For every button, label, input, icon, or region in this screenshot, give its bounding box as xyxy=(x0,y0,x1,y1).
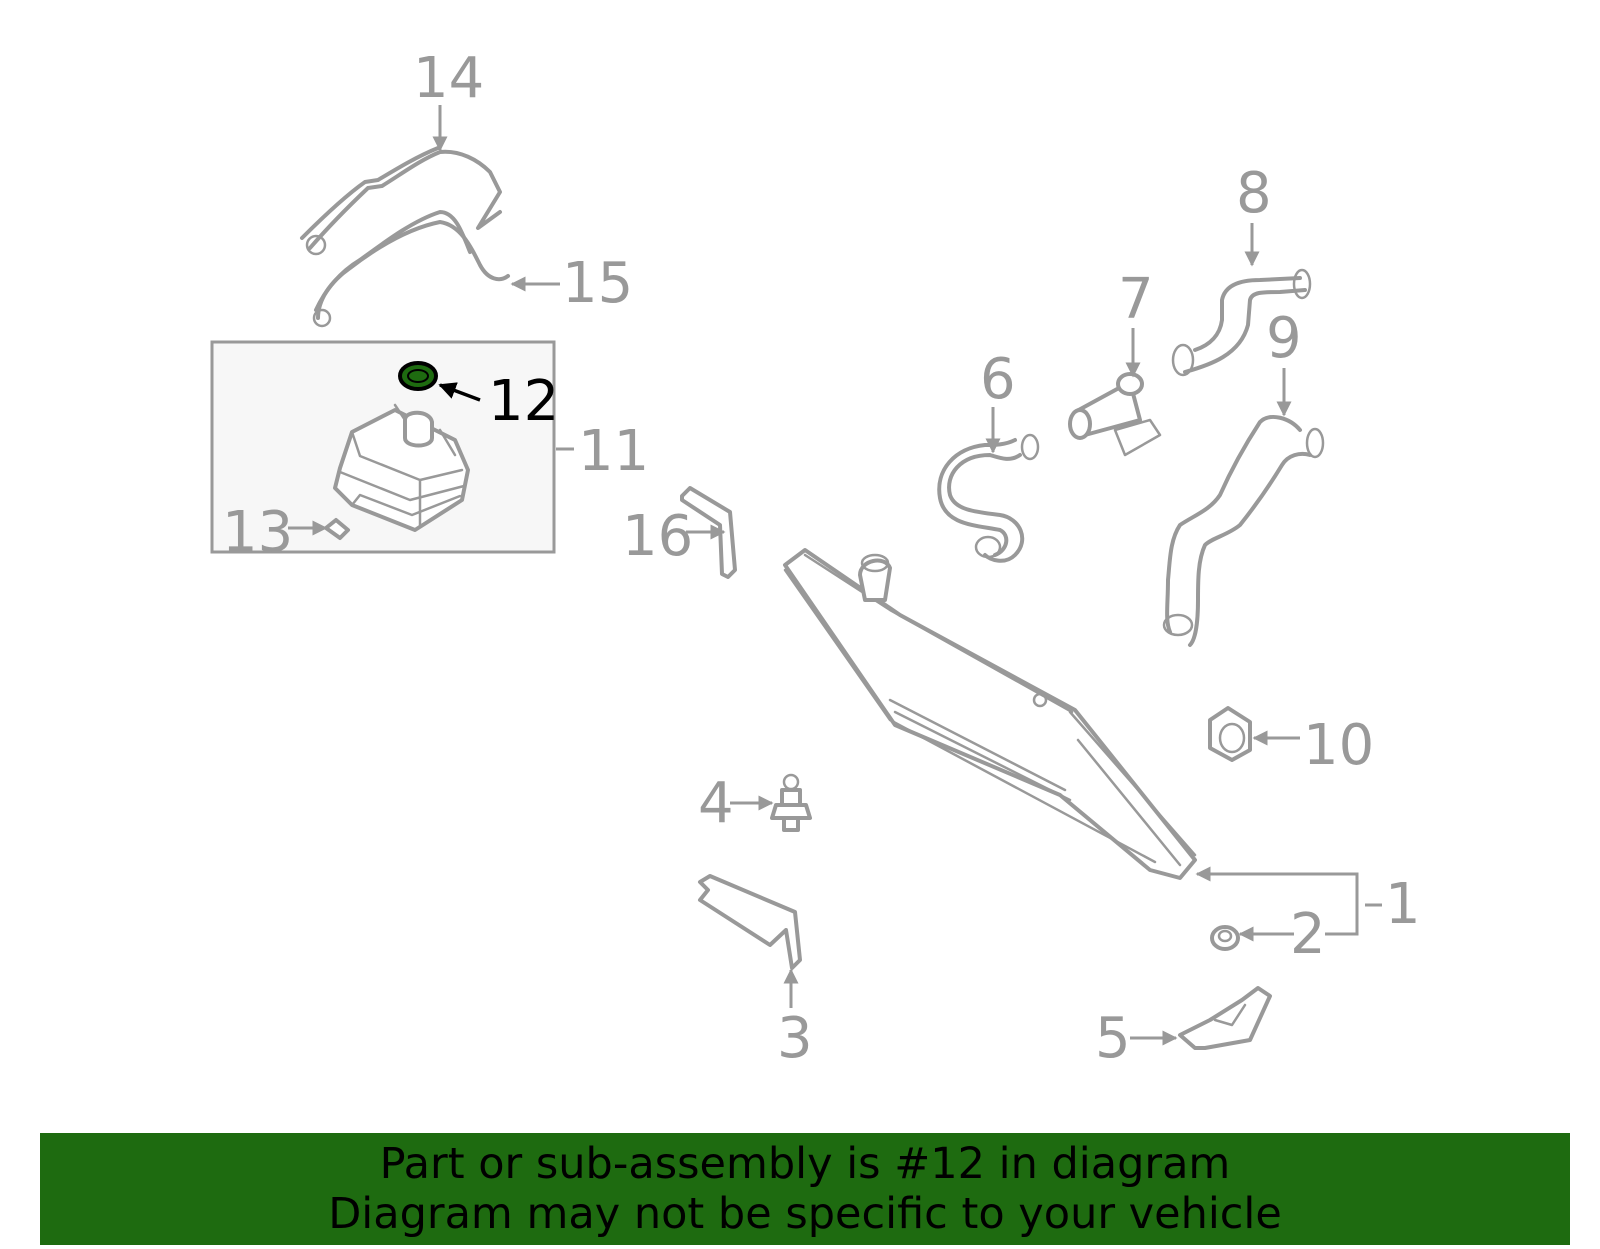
callout-6: 6 xyxy=(980,347,1016,412)
callout-8: 8 xyxy=(1236,161,1272,226)
callout-9: 9 xyxy=(1266,306,1302,371)
reservoir-assembly-11[interactable] xyxy=(210,340,556,554)
callout-12: 12 xyxy=(488,369,559,434)
leader-lines xyxy=(288,105,1382,1046)
callout-15: 15 xyxy=(562,251,633,316)
bracket-5[interactable] xyxy=(1178,986,1272,1050)
callout-3: 3 xyxy=(777,1006,813,1071)
bracket-3[interactable] xyxy=(698,874,802,970)
radiator-1[interactable] xyxy=(783,548,1197,880)
info-banner: Part or sub-assembly is #12 in diagram D… xyxy=(40,1133,1570,1245)
cap-12[interactable] xyxy=(398,361,438,391)
banner-line-part: Part or sub-assembly is #12 in diagram xyxy=(379,1139,1231,1189)
hose-6[interactable] xyxy=(937,433,1040,563)
callout-11: 11 xyxy=(578,419,649,484)
hose-14[interactable] xyxy=(300,146,502,256)
callout-10: 10 xyxy=(1303,713,1374,778)
bracket-16[interactable] xyxy=(680,486,737,579)
callout-5: 5 xyxy=(1095,1006,1131,1071)
grommet-2[interactable] xyxy=(1210,925,1240,951)
hose-15[interactable] xyxy=(312,210,510,328)
clamp-10[interactable] xyxy=(1208,706,1252,762)
callout-2: 2 xyxy=(1290,902,1326,967)
bolt-4[interactable] xyxy=(770,773,812,832)
callout-1: 1 xyxy=(1385,872,1421,937)
callout-14: 14 xyxy=(413,46,484,111)
hose-8[interactable] xyxy=(1171,268,1312,377)
banner-line-disclaimer: Diagram may not be specific to your vehi… xyxy=(328,1189,1282,1239)
callout-13: 13 xyxy=(222,500,293,565)
plug-13[interactable] xyxy=(324,518,350,540)
callout-4: 4 xyxy=(698,771,734,836)
hose-9[interactable] xyxy=(1162,414,1325,647)
callout-7: 7 xyxy=(1118,267,1154,332)
callout-16: 16 xyxy=(622,504,693,569)
outlet-7[interactable] xyxy=(1068,372,1162,457)
